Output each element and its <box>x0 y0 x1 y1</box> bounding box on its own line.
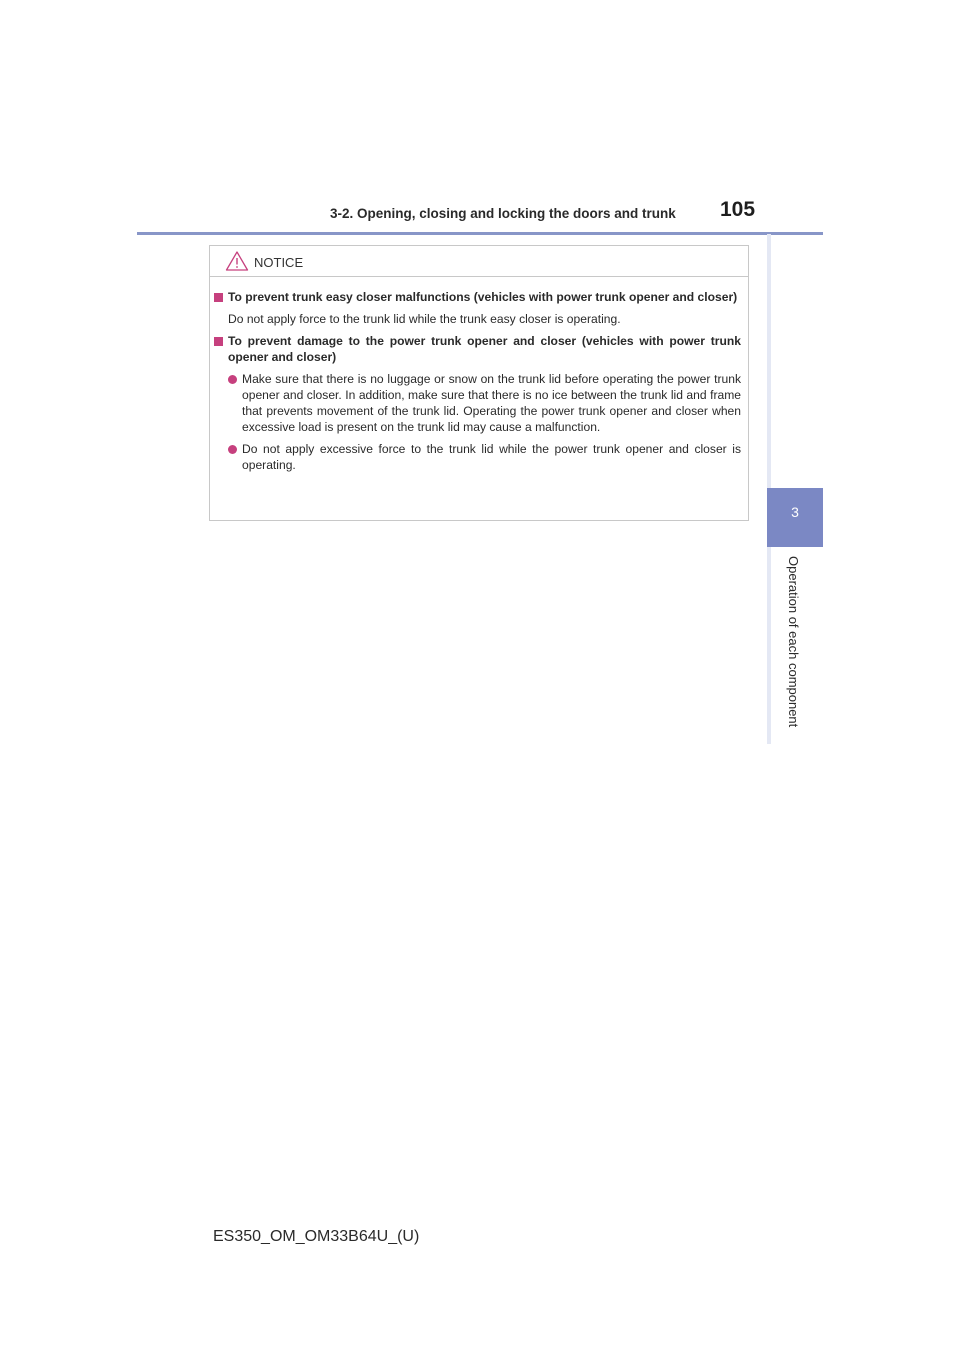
square-bullet-icon <box>214 293 223 302</box>
notice-header: NOTICE <box>210 246 748 277</box>
header-divider <box>137 232 823 235</box>
chapter-title: Operation of each component <box>786 556 801 728</box>
chapter-number: 3 <box>791 504 799 520</box>
notice-label: NOTICE <box>254 255 304 270</box>
section-heading: To prevent trunk easy closer malfunction… <box>214 289 741 305</box>
chapter-tab: 3 <box>767 488 823 547</box>
square-bullet-icon <box>214 337 223 346</box>
section-text: Do not apply force to the trunk lid whil… <box>228 312 621 326</box>
warning-triangle-icon <box>225 250 249 277</box>
section-title: 3-2. Opening, closing and locking the do… <box>330 206 676 221</box>
round-bullet-icon <box>228 445 237 454</box>
round-bullet-icon <box>228 375 237 384</box>
page-number: 105 <box>720 198 756 221</box>
section-heading: To prevent damage to the power trunk ope… <box>214 333 741 365</box>
list-item: Do not apply excessive force to the trun… <box>214 441 741 473</box>
manual-code: ES350_OM_OM33B64U_(U) <box>213 1228 420 1245</box>
list-item: Make sure that there is no luggage or sn… <box>214 371 741 435</box>
notice-content: To prevent trunk easy closer malfunction… <box>214 289 741 473</box>
notice-box: NOTICE To prevent trunk easy closer malf… <box>209 245 749 521</box>
